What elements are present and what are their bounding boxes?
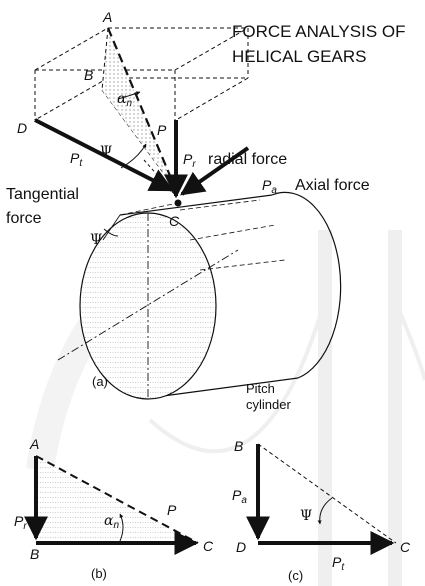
tangential-force-label-1: Tangential bbox=[6, 186, 79, 203]
normal-plane-shaded bbox=[102, 28, 176, 190]
label-c-B: B bbox=[234, 438, 243, 454]
label-c-Pt: Pt bbox=[332, 554, 345, 573]
label-A: A bbox=[102, 9, 112, 25]
pitch-label-1: Pitch bbox=[246, 381, 275, 396]
figure-c: B D C Pa Pt Ψ (c) bbox=[232, 438, 411, 583]
axial-force-arrow bbox=[180, 146, 250, 196]
label-b-P: P bbox=[167, 502, 177, 518]
alpha-arc-b bbox=[119, 513, 124, 542]
label-b-alpha: αn bbox=[104, 513, 119, 531]
label-Pt: Pt bbox=[70, 150, 83, 169]
label-b-Pr: Pr bbox=[14, 513, 27, 532]
caption-c: (c) bbox=[288, 568, 303, 583]
label-c-C: C bbox=[400, 539, 411, 555]
label-P: P bbox=[157, 122, 167, 138]
resultant-line-AC bbox=[106, 27, 178, 191]
caption-b: (b) bbox=[91, 566, 107, 581]
pitch-label-2: cylinder bbox=[246, 397, 291, 412]
page-title-line-1: FORCE ANALYSIS OF bbox=[232, 22, 406, 41]
caption-a: (a) bbox=[92, 374, 108, 389]
pitch-cylinder bbox=[57, 191, 342, 400]
label-c-Pa: Pa bbox=[232, 487, 247, 506]
label-psi-cylinder: Ψ bbox=[90, 232, 102, 248]
label-b-A: A bbox=[29, 436, 39, 452]
label-c-D: D bbox=[236, 539, 246, 555]
label-alpha-n: αn bbox=[117, 91, 132, 109]
label-Pr: Pr bbox=[183, 151, 196, 170]
axial-force-label: Axial force bbox=[295, 177, 370, 194]
label-Pa: Pa bbox=[262, 177, 277, 196]
hypotenuse-c bbox=[257, 443, 397, 544]
label-c-psi: Ψ bbox=[300, 508, 312, 524]
alpha-n-arc bbox=[117, 91, 141, 100]
label-B: B bbox=[84, 67, 93, 83]
psi-arc-c bbox=[317, 497, 333, 525]
label-b-C: C bbox=[203, 538, 214, 554]
figure-a: A B D P C αn Ψ Ψ Pt Pr Pa radial force A… bbox=[6, 9, 370, 412]
label-b-B: B bbox=[30, 546, 39, 562]
label-D: D bbox=[17, 120, 27, 136]
label-C: C bbox=[169, 213, 180, 229]
hypotenuse-P bbox=[35, 455, 199, 544]
figure-b: A B C P Pr αn (b) bbox=[14, 436, 214, 581]
tangential-force-label-2: force bbox=[6, 210, 42, 227]
page-title-line-2: HELICAL GEARS bbox=[232, 47, 366, 66]
label-psi: Ψ bbox=[100, 144, 112, 160]
tangential-force-arrow bbox=[34, 118, 175, 192]
radial-force-label: radial force bbox=[208, 151, 287, 168]
